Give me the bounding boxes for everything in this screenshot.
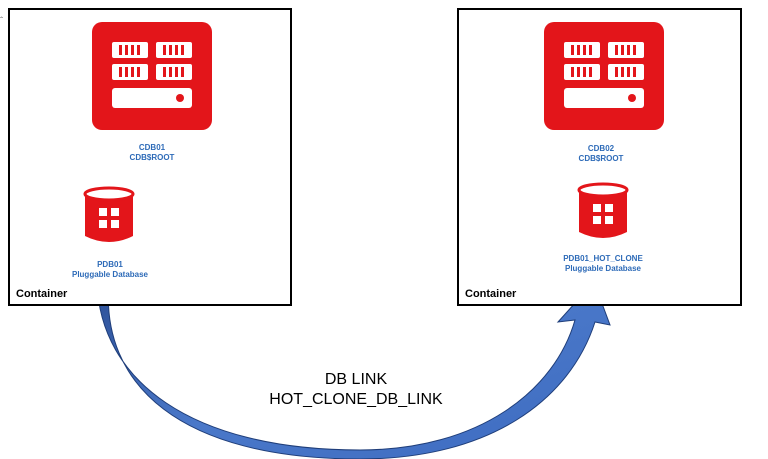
pdb-type: Pluggable Database: [564, 264, 642, 273]
cdb-root: CDB$ROOT: [578, 154, 624, 163]
corner-mark: ꞈ: [0, 8, 3, 18]
pdb-name: PDB01: [97, 260, 123, 269]
cdb-root: CDB$ROOT: [129, 153, 175, 162]
cdb-name: CDB01: [138, 143, 166, 152]
cdb-label: CDB02 CDB$ROOT: [501, 144, 701, 164]
pdb-name: PDB01_HOT_CLONE: [563, 254, 643, 263]
container-label-left: Container: [16, 288, 68, 300]
database-icon: [83, 186, 135, 242]
db-link-name: HOT_CLONE_DB_LINK: [269, 391, 443, 408]
container-label-right: Container: [465, 288, 517, 300]
container-right: CDB02 CDB$ROOT PDB01_HOT_CLONE Pluggable…: [457, 8, 742, 306]
arrow-body: [96, 281, 611, 459]
pdb-type: Pluggable Database: [71, 270, 149, 279]
container-left: CDB01 CDB$ROOT PDB01 Pluggable Database …: [8, 8, 292, 306]
db-link-title: DB LINK: [324, 371, 388, 388]
server-icon: [544, 22, 664, 130]
server-icon: [92, 22, 212, 130]
cdb-name: CDB02: [587, 144, 615, 153]
pdb-label: PDB01_HOT_CLONE Pluggable Database: [503, 254, 703, 274]
db-link-label: DB LINK HOT_CLONE_DB_LINK: [206, 370, 506, 410]
cdb-label: CDB01 CDB$ROOT: [52, 143, 252, 163]
pdb-label: PDB01 Pluggable Database: [10, 260, 210, 280]
database-icon: [577, 182, 629, 238]
